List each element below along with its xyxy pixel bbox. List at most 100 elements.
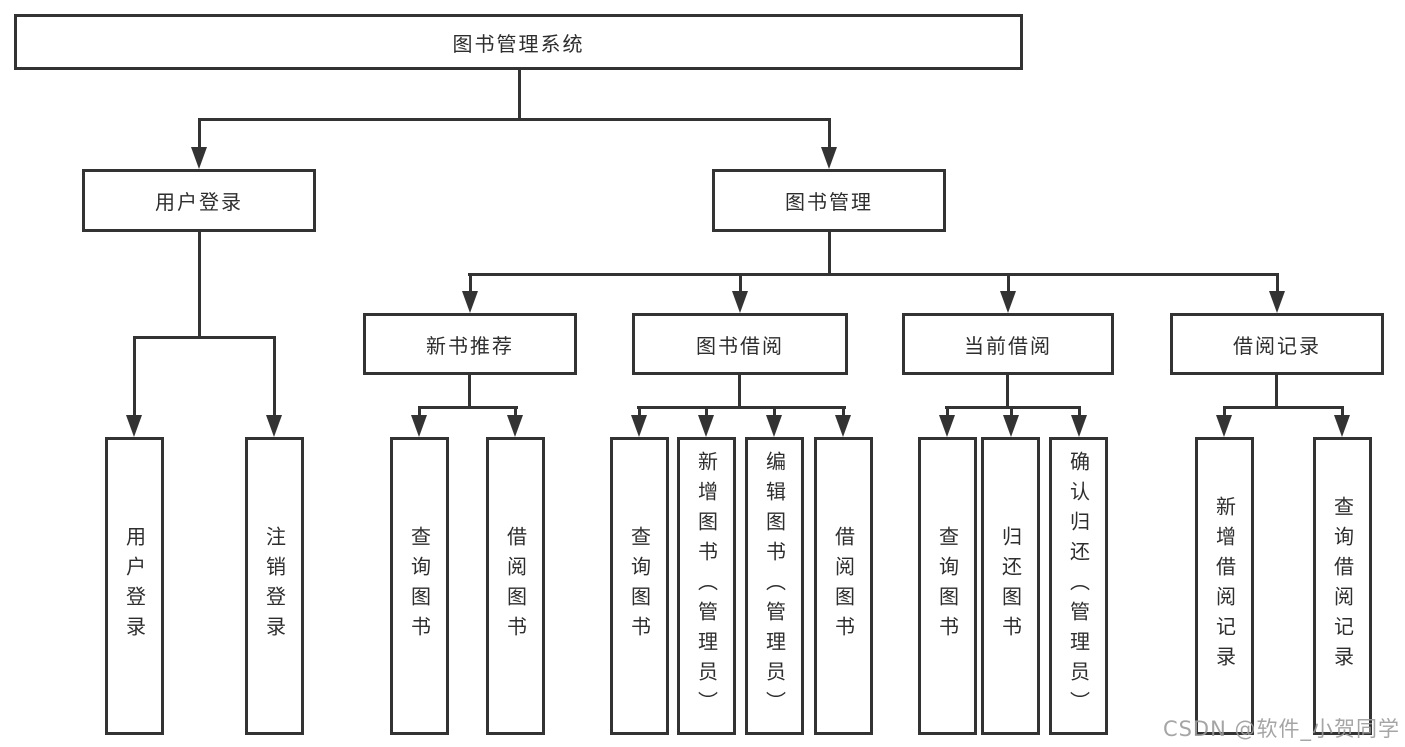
arrow-head (939, 415, 955, 437)
connector-line (518, 70, 521, 118)
arrow-head (732, 291, 748, 313)
arrow-shaft (1006, 273, 1010, 293)
arrow-shaft (738, 273, 742, 293)
node-book-borrowing: 图书借阅 (632, 313, 848, 375)
arrow-down-icon (631, 406, 647, 437)
leaf-label: 编辑图书（管理员） (762, 451, 787, 721)
connector-line (945, 406, 1081, 409)
arrow-shaft (468, 273, 472, 293)
leaf-user-login: 用户登录 (105, 437, 164, 735)
connector-line (1275, 375, 1278, 408)
leaf-logout-login: 注销登录 (245, 437, 304, 735)
node-book-management: 图书管理 (712, 169, 946, 232)
arrow-head (835, 415, 851, 437)
leaf-label: 借阅图书 (503, 526, 528, 646)
node-label: 借阅记录 (1233, 333, 1321, 358)
arrow-shaft (637, 406, 641, 417)
arrow-down-icon (939, 406, 955, 437)
connector-line (468, 375, 471, 408)
leaf-query-borrow-record: 查询借阅记录 (1313, 437, 1372, 735)
arrow-down-icon (507, 406, 523, 437)
arrow-down-icon (821, 118, 837, 169)
arrow-shaft (841, 406, 845, 417)
node-label: 当前借阅 (964, 333, 1052, 358)
leaf-label: 查询借阅记录 (1330, 496, 1355, 676)
arrow-down-icon (698, 406, 714, 437)
node-label: 新书推荐 (426, 333, 514, 358)
arrow-shaft (1275, 273, 1279, 293)
leaf-label: 查询图书 (627, 526, 652, 646)
connector-line (828, 232, 831, 275)
leaf-label: 查询图书 (407, 526, 432, 646)
node-label: 图书管理系统 (452, 31, 585, 56)
leaf-label: 确认归还（管理员） (1066, 451, 1091, 721)
leaf-borrow-books-borrow: 借阅图书 (814, 437, 873, 735)
leaf-label: 归还图书 (998, 526, 1023, 646)
arrow-shaft (704, 406, 708, 417)
arrow-down-icon (766, 406, 782, 437)
arrow-down-icon (126, 336, 142, 437)
connector-line (198, 118, 831, 121)
arrow-shaft (132, 336, 136, 417)
node-label: 用户登录 (155, 190, 243, 214)
node-label: 图书借阅 (696, 333, 784, 358)
arrow-down-icon (266, 336, 282, 437)
arrow-head (766, 415, 782, 437)
arrow-down-icon (1003, 406, 1019, 437)
arrow-head (1071, 415, 1087, 437)
arrow-shaft (272, 336, 276, 417)
arrow-down-icon (835, 406, 851, 437)
leaf-label: 查询图书 (935, 526, 960, 646)
arrow-shaft (513, 406, 517, 417)
leaf-query-books-borrow: 查询图书 (610, 437, 669, 735)
arrow-shaft (1009, 406, 1013, 417)
arrow-down-icon (1334, 406, 1350, 437)
arrow-head (507, 415, 523, 437)
node-user-login: 用户登录 (82, 169, 316, 232)
arrow-down-icon (1269, 273, 1285, 313)
arrow-head (411, 415, 427, 437)
connector-line (1006, 375, 1009, 408)
node-library-management-system: 图书管理系统 (14, 14, 1023, 70)
leaf-label: 借阅图书 (831, 526, 856, 646)
arrow-head (631, 415, 647, 437)
arrow-head (1000, 291, 1016, 313)
arrow-head (1003, 415, 1019, 437)
connector-line (418, 406, 518, 409)
leaf-add-books-admin: 新增图书（管理员） (677, 437, 736, 735)
leaf-add-borrow-record: 新增借阅记录 (1195, 437, 1254, 735)
csdn-watermark: CSDN @软件_小贺同学 (1162, 717, 1400, 741)
arrow-down-icon (732, 273, 748, 313)
node-label: 图书管理 (785, 190, 873, 214)
leaf-confirm-return-admin: 确认归还（管理员） (1049, 437, 1108, 735)
leaf-label: 新增图书（管理员） (694, 451, 719, 721)
arrow-head (462, 291, 478, 313)
leaf-label: 注销登录 (262, 526, 287, 646)
node-borrowing-records: 借阅记录 (1170, 313, 1384, 375)
arrow-down-icon (1000, 273, 1016, 313)
node-new-book-recommendation: 新书推荐 (363, 313, 577, 375)
connector-line (198, 232, 201, 338)
arrow-head (266, 415, 282, 437)
arrow-shaft (827, 118, 831, 149)
connector-line (637, 406, 846, 409)
arrow-down-icon (1216, 406, 1232, 437)
node-current-borrowing: 当前借阅 (902, 313, 1114, 375)
arrow-shaft (197, 118, 201, 149)
leaf-label: 用户登录 (122, 526, 147, 646)
connector-line (1223, 406, 1344, 409)
leaf-borrow-books-newbook: 借阅图书 (486, 437, 545, 735)
leaf-return-books: 归还图书 (981, 437, 1040, 735)
arrow-shaft (1222, 406, 1226, 417)
arrow-shaft (1077, 406, 1081, 417)
leaf-label: 新增借阅记录 (1212, 496, 1237, 676)
arrow-head (821, 147, 837, 169)
connector-line (133, 336, 276, 339)
arrow-down-icon (411, 406, 427, 437)
arrow-down-icon (1071, 406, 1087, 437)
arrow-head (126, 415, 142, 437)
leaf-query-books-newbook: 查询图书 (390, 437, 449, 735)
arrow-down-icon (191, 118, 207, 169)
connector-line (468, 273, 1279, 276)
